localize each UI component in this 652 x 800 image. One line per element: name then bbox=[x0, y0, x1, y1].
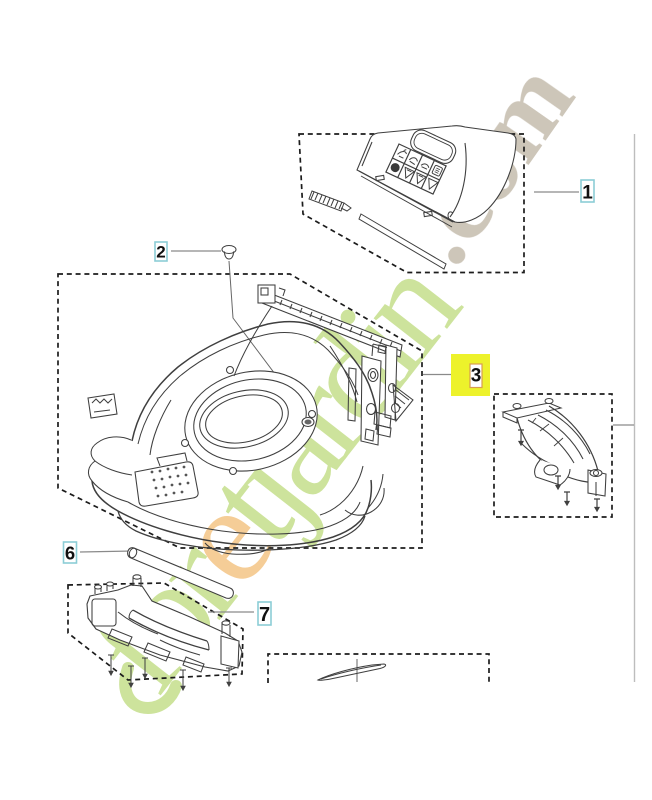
svg-text:2: 2 bbox=[156, 243, 165, 262]
svg-text:6: 6 bbox=[65, 543, 75, 564]
svg-text:7: 7 bbox=[259, 604, 270, 626]
svg-text:3: 3 bbox=[471, 366, 482, 387]
svg-text:1: 1 bbox=[582, 183, 593, 204]
